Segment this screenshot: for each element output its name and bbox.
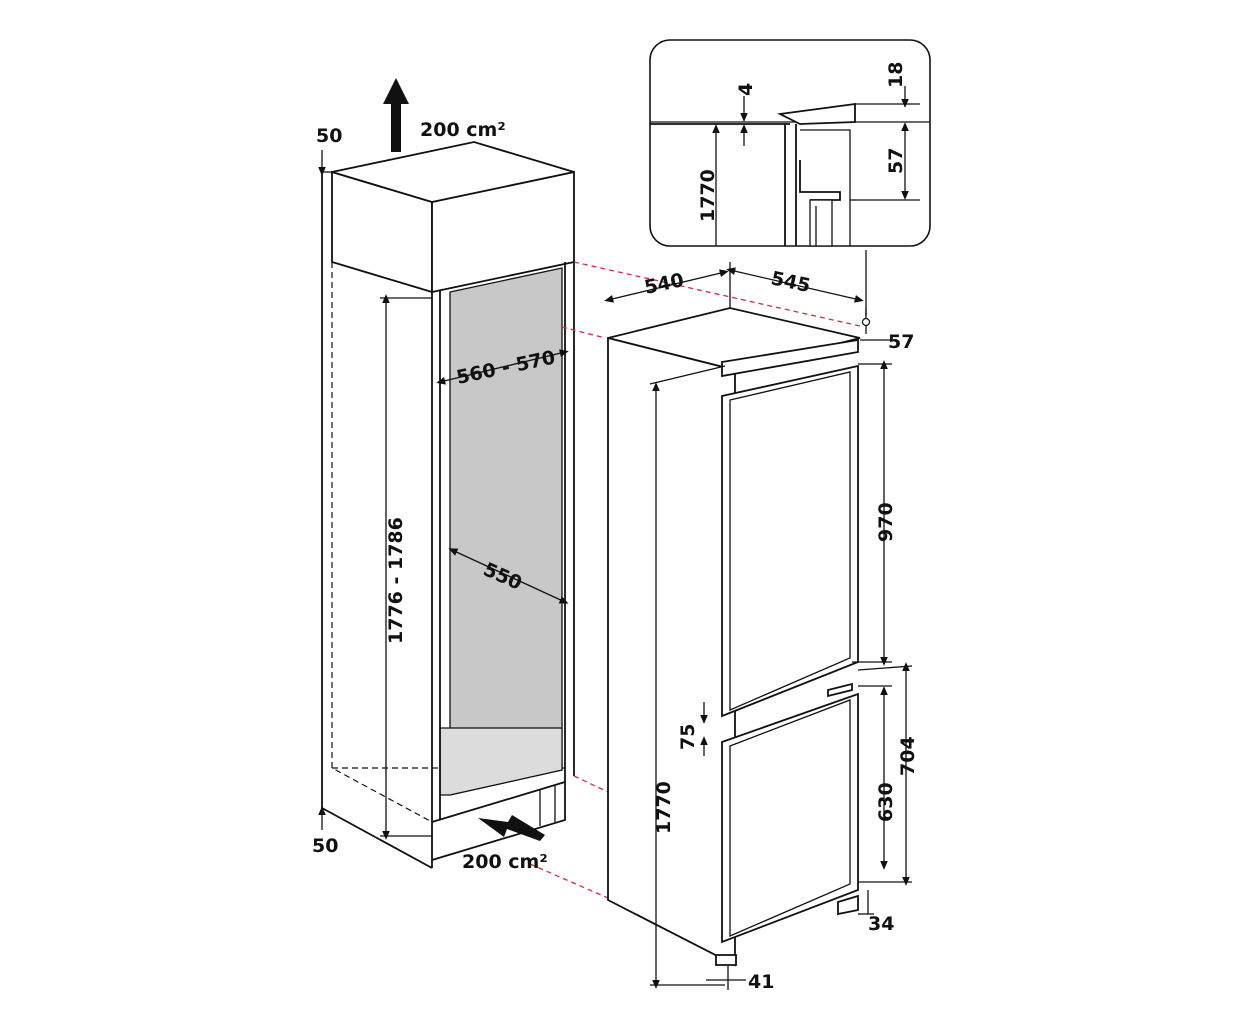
niche-cabinet — [318, 78, 575, 869]
top-vent-label: 200 cm² — [420, 119, 506, 141]
appliance-depth-body-label: 540 — [642, 269, 685, 299]
door-gap-label: 75 — [677, 724, 699, 750]
detail-callout — [649, 39, 931, 247]
bottom-left-label: 41 — [748, 971, 774, 993]
appliance-top-offset-label: 57 — [888, 331, 914, 353]
top-clearance-label: 50 — [316, 125, 342, 147]
detail-hinge-height-label: 57 — [885, 148, 907, 174]
bottom-clearance-label: 50 — [312, 835, 338, 857]
niche-height-label: 1776 - 1786 — [385, 517, 407, 644]
appliance — [604, 250, 913, 990]
vent-up-arrow-icon — [383, 78, 409, 152]
bottom-vent-label: 200 cm² — [462, 851, 548, 873]
upper-door-label: 970 — [875, 502, 897, 542]
lower-door-outer-label: 704 — [897, 736, 919, 776]
appliance-depth-total-label: 545 — [769, 267, 812, 297]
detail-gap-label: 4 — [735, 83, 757, 96]
detail-hinge-top-label: 18 — [885, 62, 907, 88]
bottom-right-label: 34 — [868, 913, 894, 935]
detail-height-label: 1770 — [697, 169, 719, 222]
niche-back-wall — [449, 267, 563, 796]
vent-in-arrow-icon — [478, 815, 545, 841]
lower-door-label: 630 — [875, 782, 897, 822]
appliance-height-label: 1770 — [653, 781, 675, 834]
labels: 200 cm² 200 cm² 50 50 1776 - 1786 560 - … — [312, 62, 919, 993]
